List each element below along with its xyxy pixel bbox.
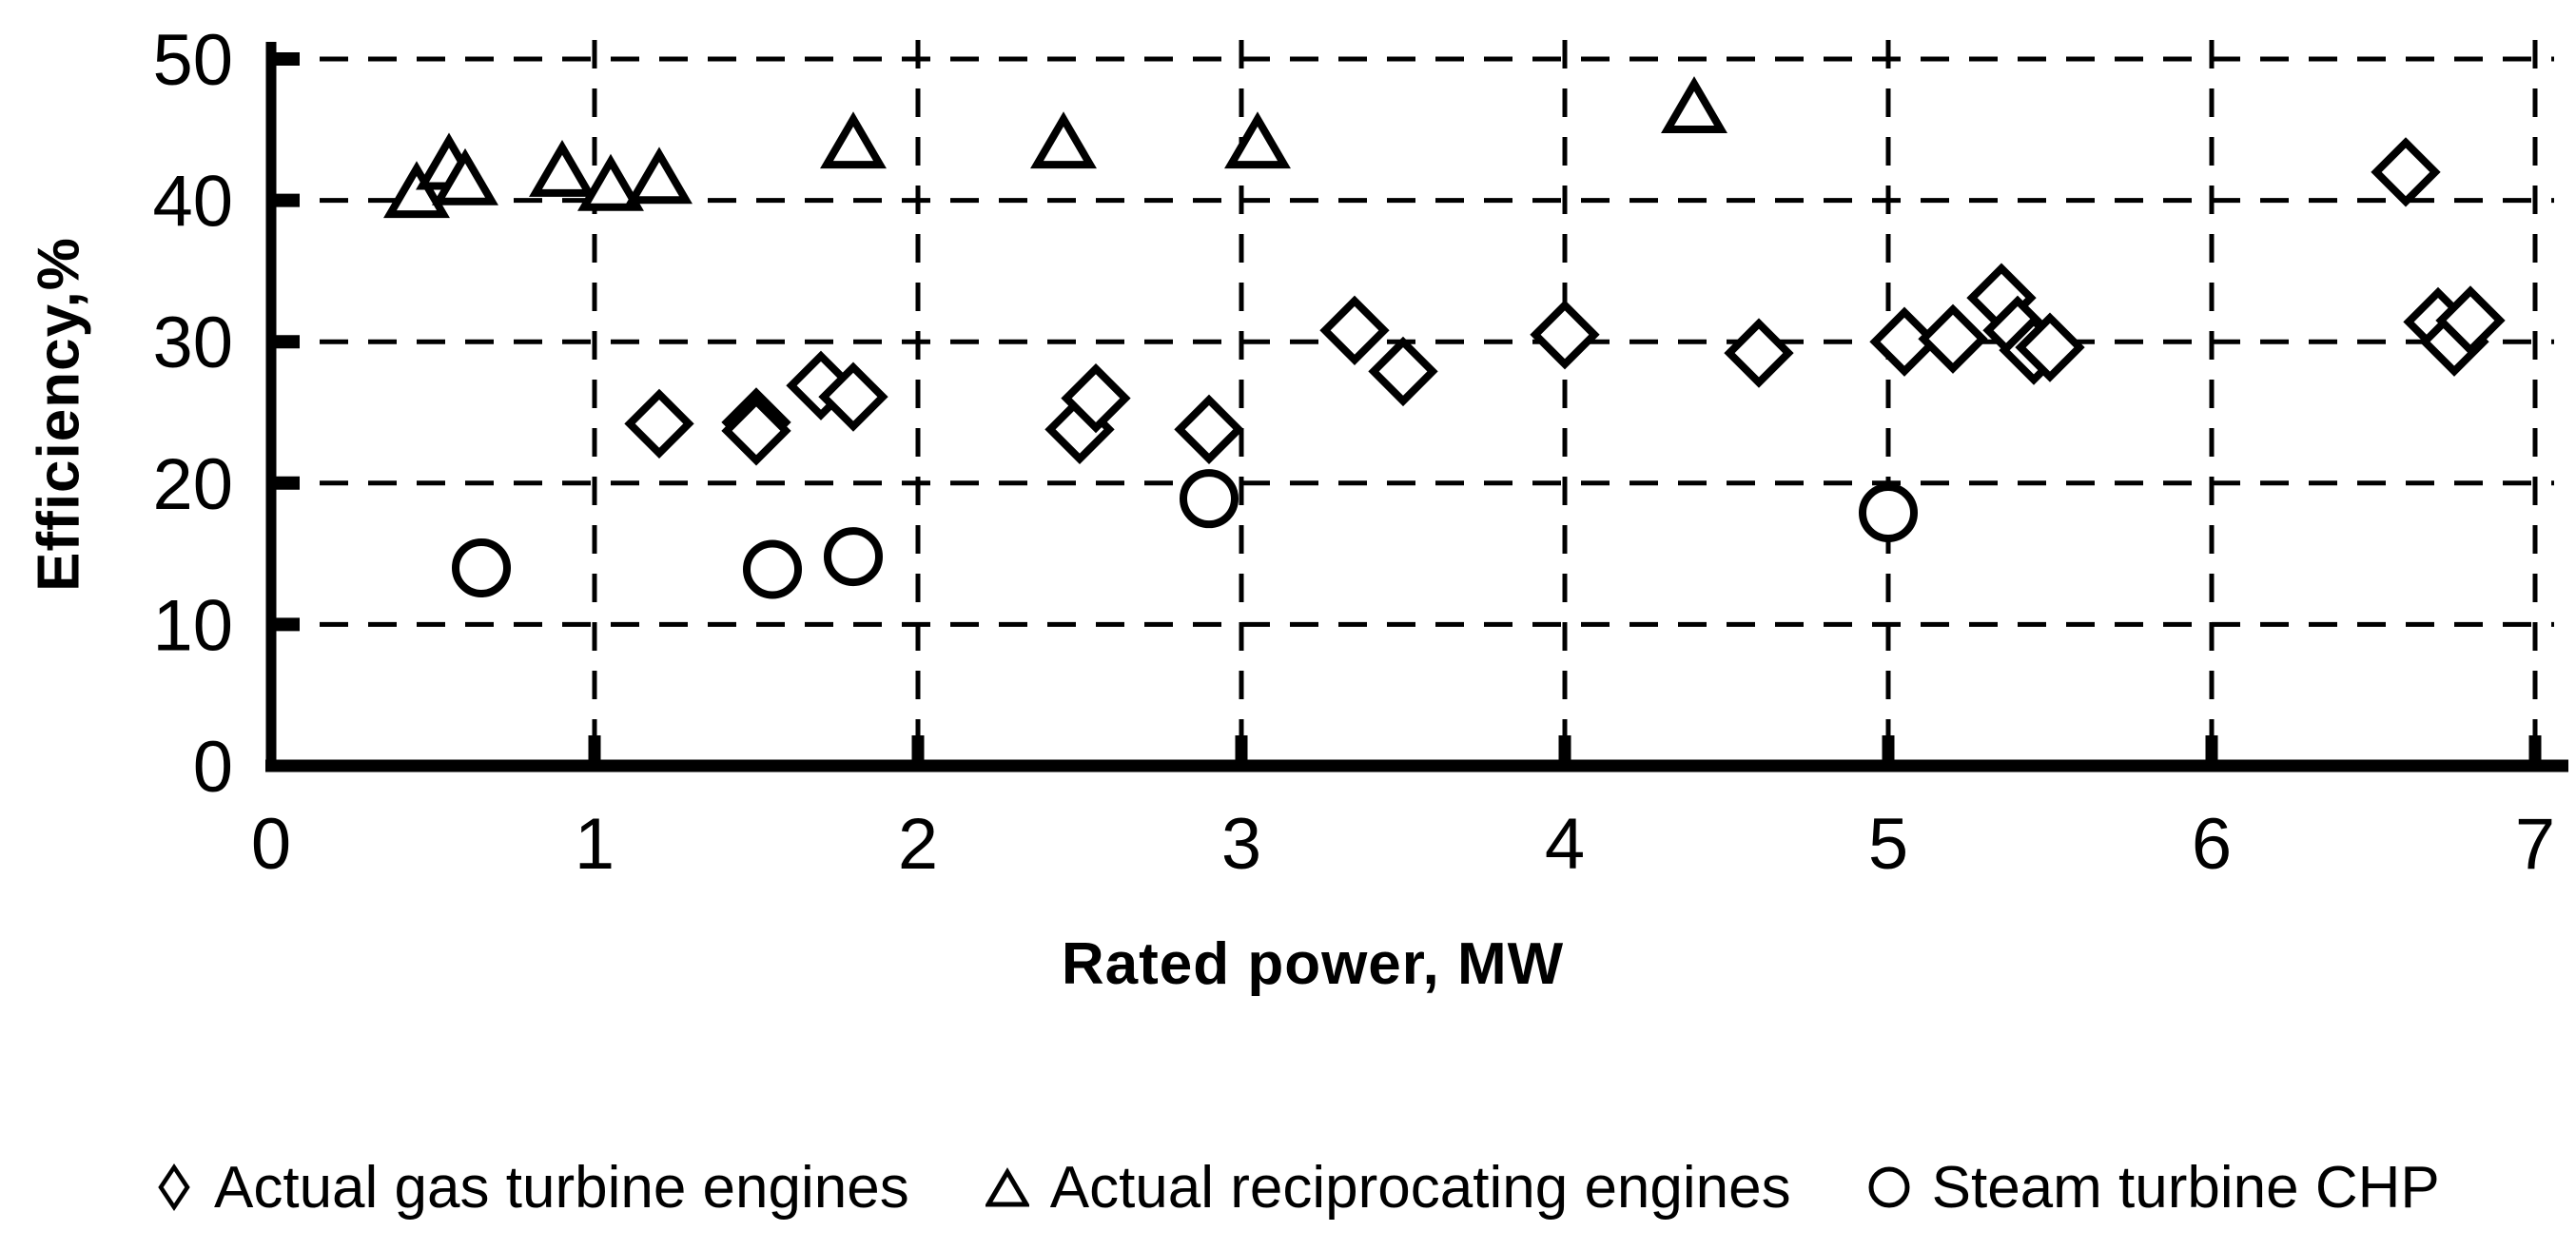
data-point-diamond <box>1061 362 1131 434</box>
legend: Actual gas turbine engines Actual recipr… <box>155 1140 2440 1235</box>
x-tick-label: 7 <box>2515 804 2555 885</box>
y-tick-label: 0 <box>193 727 233 808</box>
data-point-triangle <box>1661 76 1727 134</box>
data-point-diamond <box>721 396 791 466</box>
data-point-circle <box>1859 483 1918 543</box>
data-point-diamond <box>624 388 694 459</box>
data-point-triangle <box>432 147 498 205</box>
y-axis-title: Efficiency,% <box>26 237 92 592</box>
y-tick-label: 10 <box>152 585 233 666</box>
x-tick-label: 3 <box>1221 804 1261 885</box>
data-point-diamond <box>1174 394 1244 464</box>
data-point-triangle <box>383 161 450 219</box>
legend-item-gas-turbine: Actual gas turbine engines <box>155 1154 909 1222</box>
legend-label: Steam turbine CHP <box>1931 1154 2440 1221</box>
legend-label: Actual reciprocating engines <box>1049 1154 1791 1221</box>
legend-label: Actual gas turbine engines <box>214 1154 909 1221</box>
data-point-circle <box>824 527 883 587</box>
data-point-triangle <box>529 139 595 197</box>
data-point-diamond <box>2435 285 2506 356</box>
data-point-diamond <box>1918 303 1988 374</box>
data-point-triangle <box>626 147 693 205</box>
data-point-triangle <box>577 153 644 211</box>
x-tick-label: 5 <box>1868 804 1908 885</box>
legend-item-steam-chp: Steam turbine CHP <box>1867 1154 2440 1222</box>
circle-icon <box>1868 1166 1910 1208</box>
data-point-triangle <box>820 111 887 169</box>
legend-item-reciprocating: Actual reciprocating engines <box>985 1154 1791 1222</box>
data-point-diamond <box>1724 318 1794 388</box>
y-tick-label: 30 <box>152 303 233 383</box>
x-tick-label: 6 <box>2192 804 2232 885</box>
x-tick-label: 1 <box>575 804 615 885</box>
data-point-diamond <box>1319 295 1390 365</box>
y-tick-label: 50 <box>152 20 233 101</box>
data-point-diamond <box>818 362 888 432</box>
data-point-triangle <box>1030 111 1097 169</box>
data-point-circle <box>743 539 802 599</box>
diamond-icon <box>158 1163 190 1212</box>
y-tick-label: 40 <box>152 162 233 243</box>
x-tick-label: 0 <box>251 804 291 885</box>
data-point-circle <box>452 538 511 597</box>
x-axis-title: Rated power, MW <box>1061 931 1565 997</box>
x-tick-label: 4 <box>1545 804 1585 885</box>
x-tick-label: 2 <box>898 804 938 885</box>
triangle-icon <box>985 1167 1029 1207</box>
data-point-diamond <box>1530 300 1600 370</box>
y-tick-label: 20 <box>152 444 233 525</box>
data-point-diamond <box>1368 336 1438 407</box>
data-point-diamond <box>1869 306 1940 377</box>
data-point-triangle <box>1224 111 1291 169</box>
data-point-diamond <box>2015 312 2085 382</box>
data-point-diamond <box>2371 137 2441 207</box>
data-point-circle <box>1180 469 1239 529</box>
